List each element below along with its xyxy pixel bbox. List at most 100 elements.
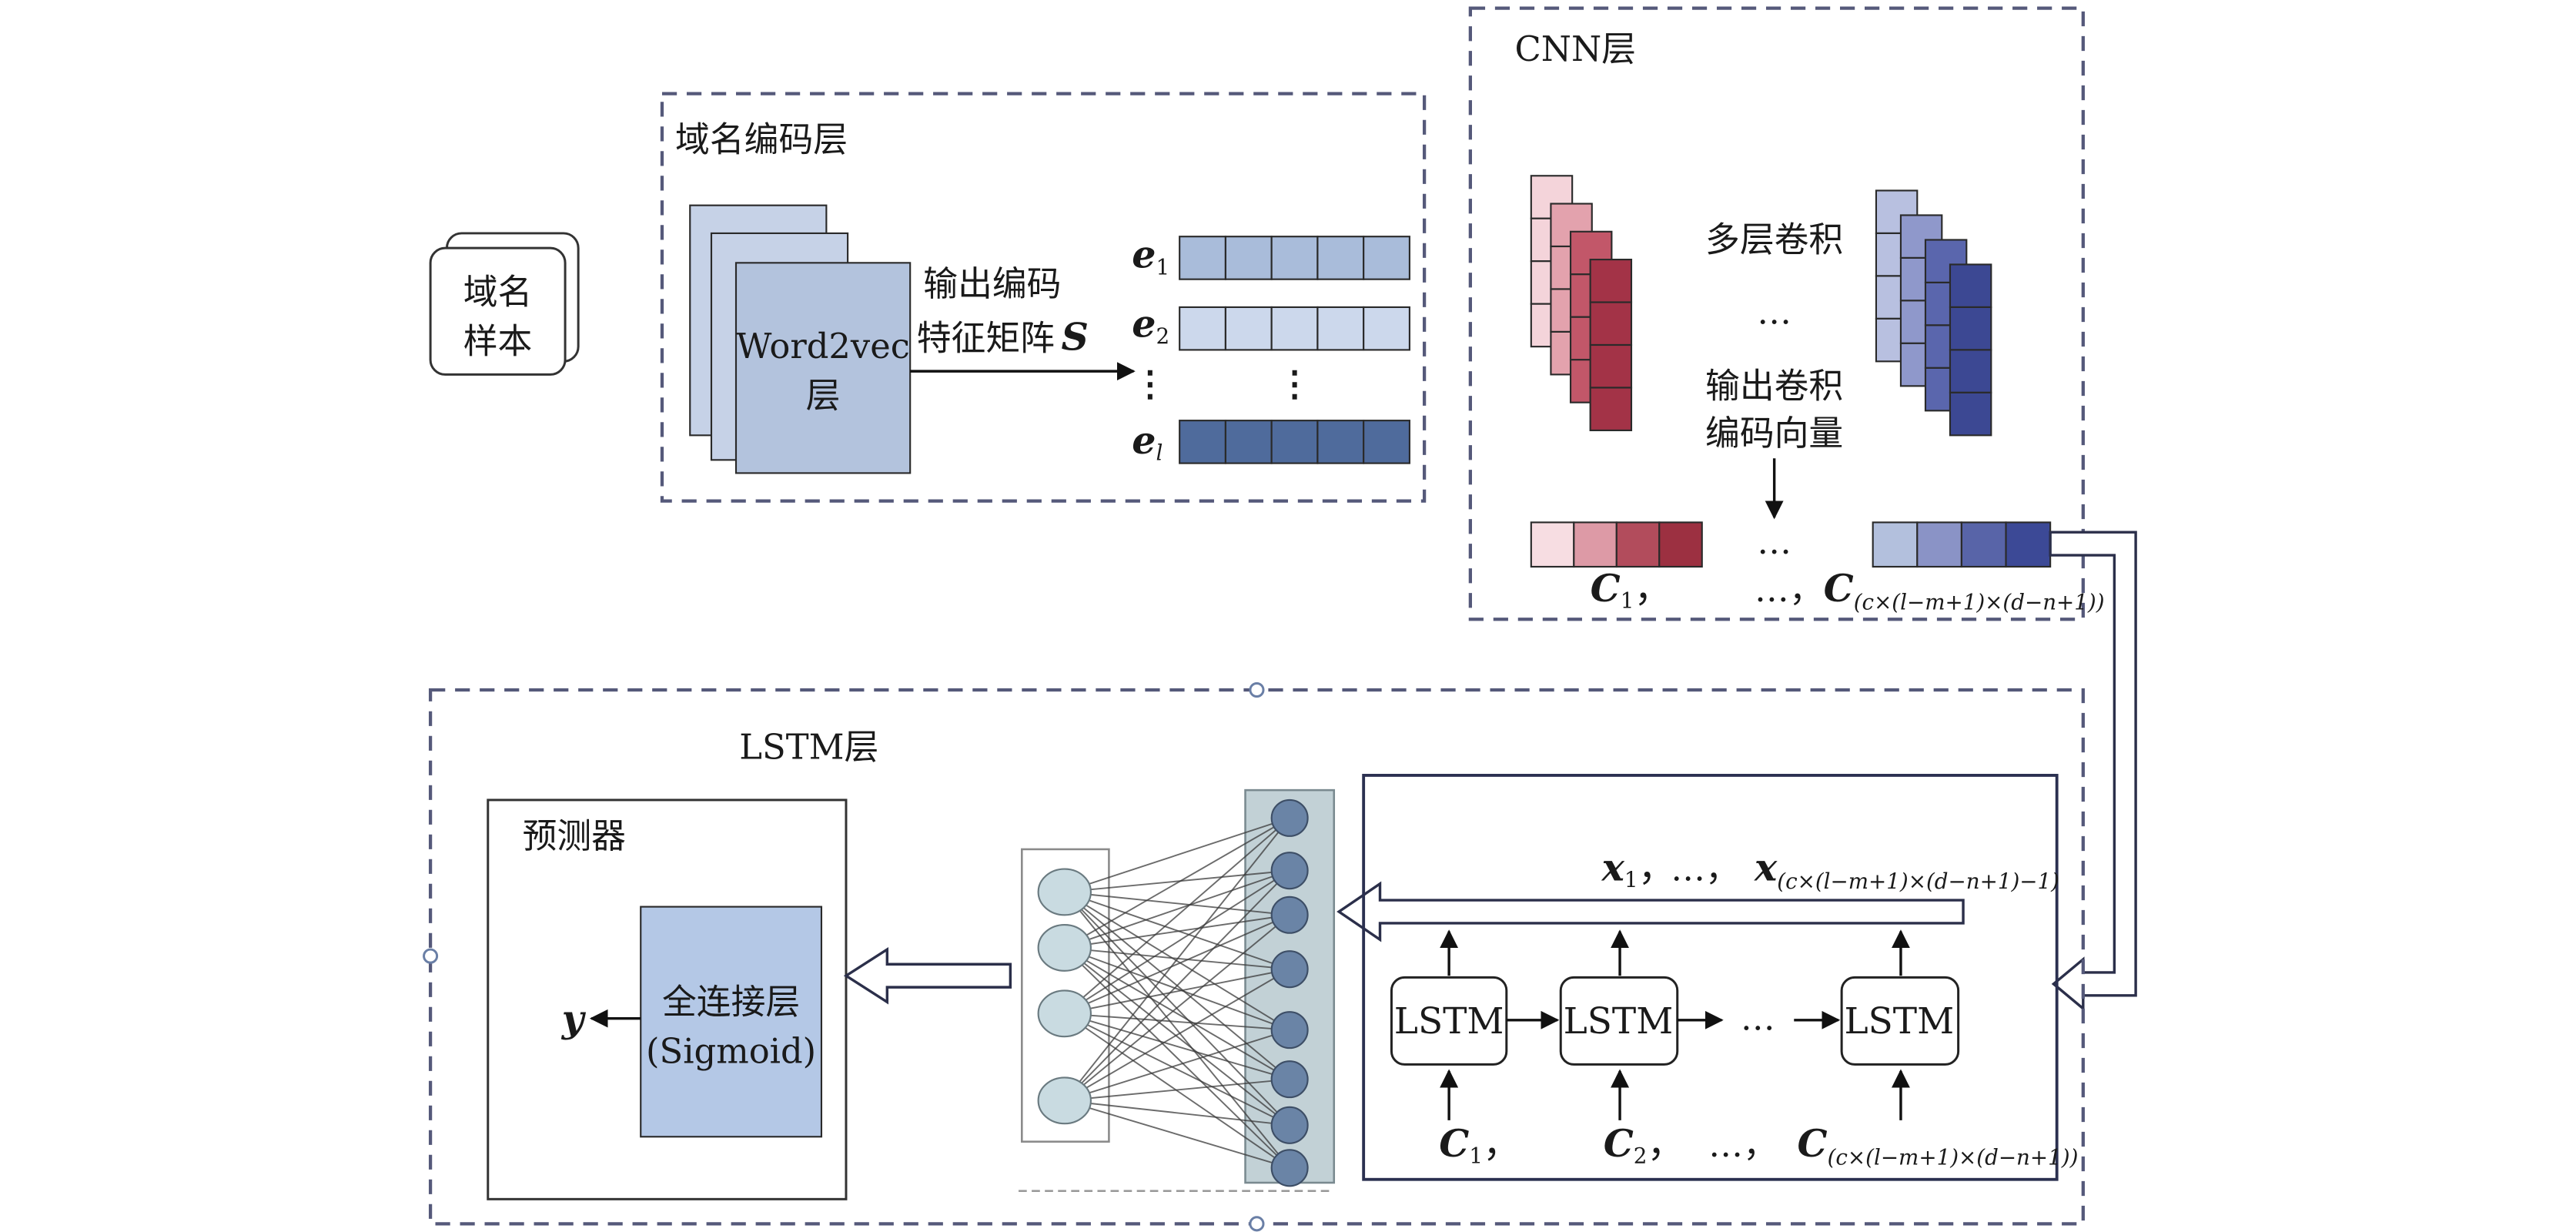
sigmoid-label: (Sigmoid) [646,1030,816,1071]
input-symbol: C [1604,1121,1634,1166]
nn-connection-line [1064,968,1290,1015]
red-conv-vector-cell [1658,521,1703,568]
vector-subscript: l [1156,440,1163,465]
red-feature-map-stack [1530,175,1633,431]
conv-label-middle: …， [1755,569,1824,610]
vector-symbol: e [1132,301,1156,346]
red-conv-vector-cell [1530,521,1575,568]
nn-hidden-node [1270,950,1309,989]
sample-label-line1: 域名 [463,272,533,313]
vector-cell [1316,236,1365,280]
conv-suffix: ， [1634,566,1671,611]
lstm-input-last: C(c×(l−m+1)×(d−n+1)) [1798,1121,2079,1170]
nn-connection-line [1064,817,1290,1101]
nn-input-node [1037,924,1092,972]
input-suffix: ， [1483,1121,1521,1166]
nn-connection-line [1064,817,1290,949]
output-symbol: x [1601,845,1625,889]
vector-cell [1224,306,1273,351]
input-symbol: C [1798,1121,1828,1166]
fc-layer-label: 全连接层 [662,981,800,1022]
nn-connection-line [1064,1013,1290,1127]
red-conv-vector [1530,521,1703,568]
nn-hidden-node [1270,1060,1309,1099]
vector-cell [1270,236,1319,280]
vector-cell [1363,306,1410,351]
blue-feature-map-cell [1949,349,1992,393]
lstm-output-middle: …， [1671,848,1740,889]
selection-handle-bottom [1249,1216,1265,1232]
input-suffix: ， [1647,1121,1684,1166]
vector-cell [1270,420,1319,464]
nn-hidden-node [1270,852,1309,890]
red-feature-map-cell [1589,259,1633,303]
nn-hidden-node [1270,1011,1309,1050]
conv-symbol: C [1591,566,1621,611]
lstm-cell-label: LSTM [1564,1000,1674,1043]
lstm-layer: LSTM层 预测器 全连接层 (Sigmoid) y x1， …， x(c×(l… [423,681,2085,1232]
nn-input-node [1037,1076,1092,1125]
conv-subscript: (c×(l−m+1)×(d−n+1)) [1854,589,2105,614]
embedding-vector-rows [1179,236,1410,464]
predictor-title: 预测器 [523,815,626,856]
nn-connection-line [1064,869,1290,893]
vector-cell [1270,306,1319,351]
vector-cell [1316,306,1365,351]
encoding-arrow-label-line1: 输出编码 [923,263,1061,304]
blue-feature-map-cell [1949,306,1992,351]
conv-symbol: C [1824,566,1854,611]
blue-conv-vector-cell [1960,521,2007,568]
conv-output-label-line1: 输出卷积 [1705,365,1843,406]
nn-connection-line [1064,869,1290,949]
vector-cell [1363,420,1410,464]
cnn-layer-border [1468,6,2085,621]
domain-sample-box: 域名 样本 [429,232,580,376]
nn-connection-line [1064,891,1290,1169]
nn-connection-line [1064,947,1290,1169]
lstm-cell-ellipsis: … [1741,998,1775,1039]
nn-connection-line [1064,869,1290,1015]
lstm-cell-2 [1559,976,1679,1066]
nn-connection-line [1064,914,1290,1015]
lstm-to-nn-arrow [1337,881,1965,942]
red-feature-map-cell [1589,301,1633,346]
conv-vector-ellipsis: … [1757,521,1791,562]
nn-connection-line [1064,1100,1290,1169]
prediction-output-label: y [561,996,587,1041]
cnn-layer-title: CNN层 [1514,28,1635,69]
nn-input-node [1037,989,1092,1038]
vector-label-ellipsis: ⋮ [1132,363,1167,404]
nn-connections [1037,798,1309,1187]
nn-connection-line [1064,947,1290,1127]
blue-feature-map-cell [1949,391,1992,437]
nn-hidden-node [1270,1149,1309,1187]
nn-connection-line [1064,1029,1290,1102]
nn-connection-line [1064,947,1290,1080]
conv-label-last: C(c×(l−m+1)×(d−n+1)) [1824,566,2105,615]
word2vec-label-line1: Word2vec [736,326,910,367]
conv-label-c1: C1， [1591,566,1672,614]
vector-cell [1363,236,1410,280]
nn-connection-line [1064,891,1290,916]
nn-to-predictor-arrow [843,946,1012,1005]
word2vec-label-line2: 层 [806,375,841,416]
nn-connection-line [1064,947,1290,1031]
nn-connection-line [1064,1013,1290,1080]
lstm-input-c2: C2， [1604,1121,1685,1169]
nn-hidden-node [1270,896,1309,934]
sample-front-card [429,246,567,376]
blue-conv-vector-cell [1872,521,1919,568]
blue-conv-vector-cell [1916,521,1962,568]
lstm-cell-3 [1840,976,1960,1066]
nn-connection-line [1064,1013,1290,1169]
vector-row-ellipsis: ⋮ [1277,363,1312,404]
nn-connection-line [1064,817,1290,1014]
blue-feature-map-stack [1875,189,1992,437]
lstm-cell-label: LSTM [1394,1000,1504,1043]
input-subscript: (c×(l−m+1)×(d−n+1)) [1828,1145,2079,1170]
nn-connection-line [1064,891,1290,1031]
lstm-cell-label: LSTM [1844,1000,1954,1043]
vector-cell [1224,236,1273,280]
